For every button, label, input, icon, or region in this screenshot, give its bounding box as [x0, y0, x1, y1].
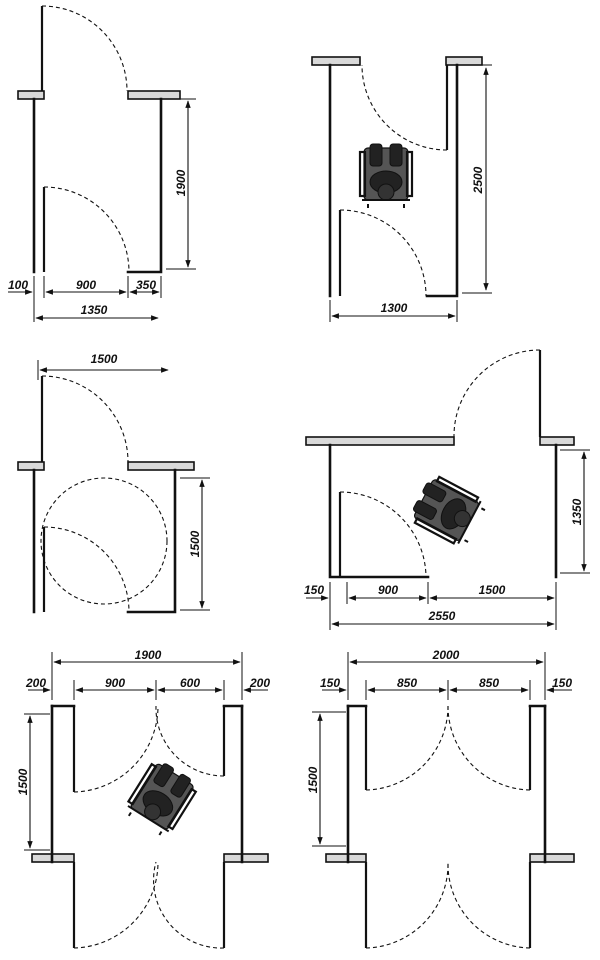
dimension-label: 1500: [479, 583, 506, 597]
dimension-label: 2500: [471, 166, 485, 194]
dimension-label: 1500: [16, 768, 30, 795]
dimension-label: 200: [249, 676, 270, 690]
dimension-label: 1350: [81, 303, 108, 317]
dimension-label: 2550: [428, 609, 456, 623]
dimension-label: 1900: [174, 169, 188, 196]
plan-2: 2500 1300: [311, 56, 492, 322]
wheelchair-icon: [406, 471, 490, 551]
wall-section: [127, 90, 181, 100]
dimension-label: 1350: [570, 498, 584, 525]
dimension-label: 900: [378, 583, 398, 597]
wheelchair-icon: [120, 756, 202, 841]
dimension-label: 900: [76, 278, 96, 292]
dimension-label: 150: [552, 676, 572, 690]
turning-circle: [40, 477, 168, 605]
dimension-label: 150: [304, 583, 324, 597]
dimension-label: 850: [397, 676, 417, 690]
dimension-label: 200: [25, 676, 46, 690]
door-swing: [41, 5, 128, 92]
wall-right: [126, 97, 163, 274]
dimension-label: 1500: [188, 530, 202, 557]
dimension-label: 1900: [135, 648, 162, 662]
wall-section: [17, 90, 45, 100]
plan-6: 2000 150 850 850 150 1500: [306, 648, 575, 949]
plan-3: 1500 1500: [17, 352, 210, 614]
plan-5: 1900 200 900 600 200 1500: [16, 648, 270, 949]
plan-4: 1350 150 900 1500 2550: [304, 349, 590, 630]
dimension-label: 350: [136, 278, 156, 292]
dimension-label: 850: [479, 676, 499, 690]
dimension-label: 100: [8, 278, 28, 292]
dimension-label: 2000: [432, 648, 460, 662]
dimension-label: 600: [180, 676, 200, 690]
dimension-label: 1300: [381, 301, 408, 315]
wheelchair-icon: [358, 142, 414, 210]
dimension-label: 1500: [306, 766, 320, 793]
plan-1: 1900 100 900 350 1350: [8, 5, 196, 322]
door-swing: [43, 186, 130, 273]
dimension-label: 900: [105, 676, 125, 690]
dimension-label: 1500: [91, 352, 118, 366]
dimension-label: 150: [320, 676, 340, 690]
